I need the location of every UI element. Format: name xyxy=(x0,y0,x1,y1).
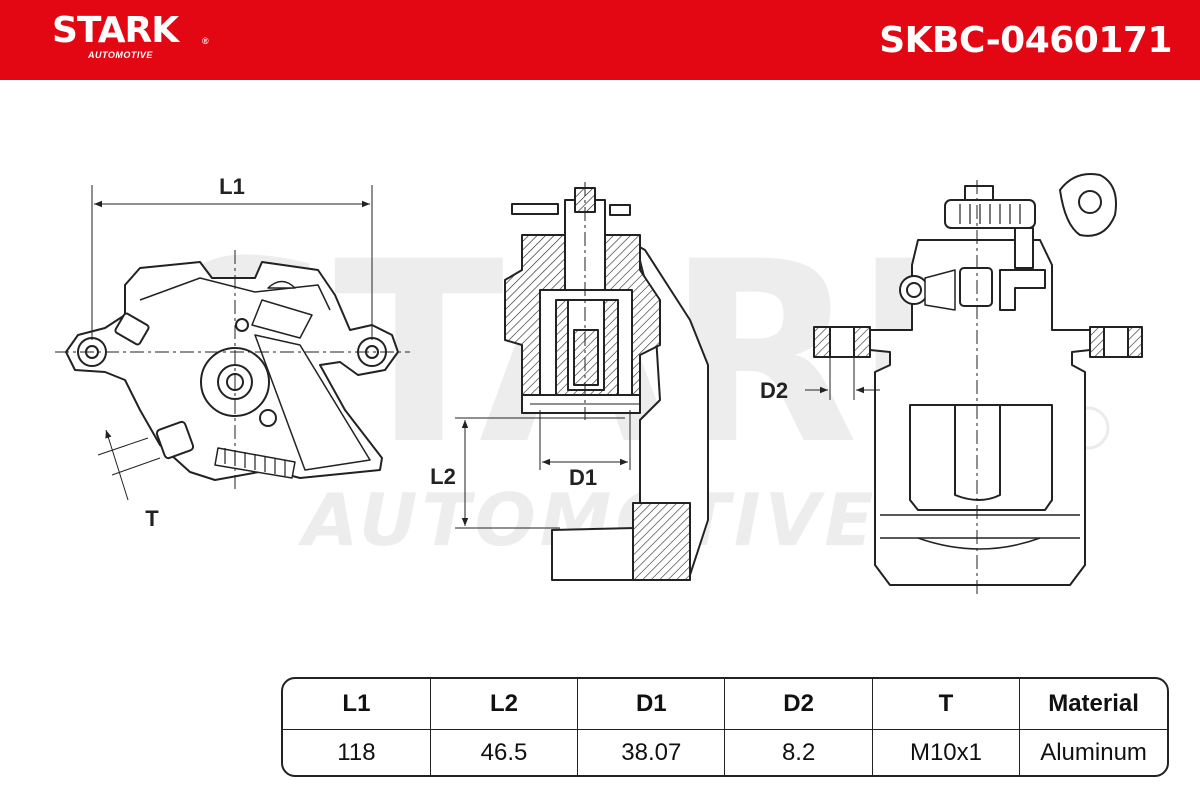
spec-header-d1: D1 xyxy=(577,679,726,730)
caliper-side-view xyxy=(813,173,1143,586)
spec-value-d1: 38.07 xyxy=(577,729,726,775)
spec-header-l2: L2 xyxy=(430,679,579,730)
l1-label: L1 xyxy=(219,174,245,199)
brand-logo: STARK ® AUTOMOTIVE xyxy=(52,10,209,61)
d1-dimension xyxy=(539,410,631,470)
brand-tagline: AUTOMOTIVE xyxy=(88,50,153,60)
spec-value-material: Aluminum xyxy=(1040,738,1147,766)
technical-drawing: STARK AUTOMOTIVE L1 T xyxy=(0,80,1200,660)
spec-header-material: Material xyxy=(1019,679,1167,730)
caliper-section-view xyxy=(504,187,709,581)
specification-table: L1 L2 D1 D2 T Material 118 46.5 38.07 8.… xyxy=(281,677,1169,777)
t-label: T xyxy=(145,506,159,531)
spec-value-l1: 118 xyxy=(283,729,431,775)
d2-label: D2 xyxy=(760,378,788,403)
t-dimension xyxy=(97,429,161,501)
part-number: SKBC-0460171 xyxy=(879,20,1172,61)
spec-header-l1: L1 xyxy=(283,679,431,730)
spec-value-t: M10x1 xyxy=(872,729,1021,775)
registered-mark: ® xyxy=(202,36,209,46)
header-bar: STARK ® AUTOMOTIVE SKBC-0460171 xyxy=(0,0,1200,80)
spec-header-t: T xyxy=(872,679,1021,730)
spec-value-row: 118 46.5 38.07 8.2 M10x1 Aluminum xyxy=(283,729,1167,775)
spec-header-d2: D2 xyxy=(724,679,873,730)
d1-label: D1 xyxy=(569,465,597,490)
spec-value-d2: 8.2 xyxy=(724,729,873,775)
brand-name: STARK xyxy=(52,10,179,51)
l1-dimension xyxy=(91,185,373,340)
l2-label: L2 xyxy=(430,464,456,489)
spec-header-row: L1 L2 D1 D2 T Material xyxy=(283,679,1167,730)
left-view-centerlines xyxy=(55,250,410,490)
spec-value-l2: 46.5 xyxy=(430,729,579,775)
d2-dimension xyxy=(805,357,880,400)
